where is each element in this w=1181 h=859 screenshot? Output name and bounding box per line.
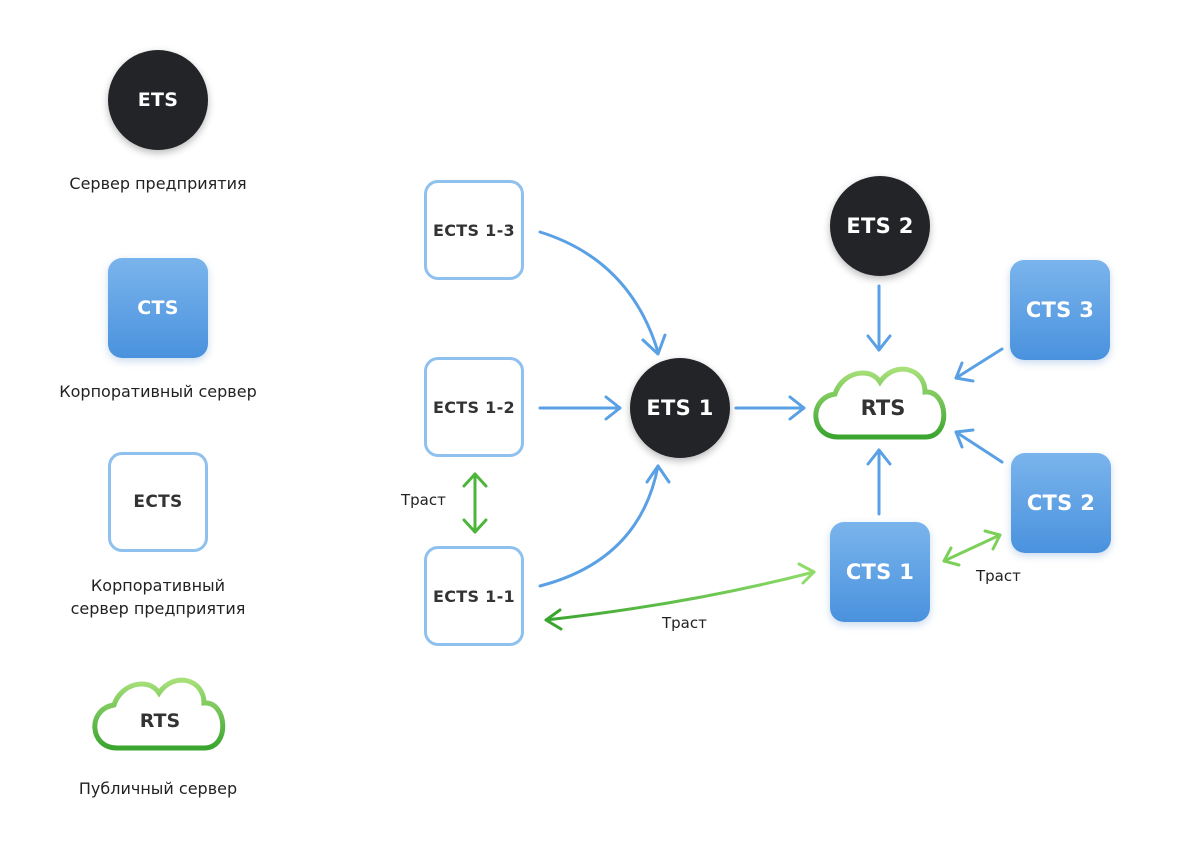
legend-ects-label: ECTS [133, 492, 183, 512]
legend-ects-node: ECTS [108, 452, 208, 552]
arrow-ets1-to-rts-head [788, 395, 806, 421]
legend-ets-caption: Сервер предприятия [69, 174, 247, 193]
legend-ets-node: ETS [108, 50, 208, 150]
ets-1-label: ETS 1 [646, 396, 714, 420]
arrow-ects13-to-ets1 [538, 230, 660, 354]
arrow-cts3-to-rts-head [954, 361, 975, 383]
trust-arrow-ects11-cts1-head-right [797, 562, 816, 585]
cts-3-node: CTS 3 [1010, 260, 1110, 360]
trust-arrow-cts1-cts2 [942, 533, 1002, 563]
ects-1-3-node: ECTS 1-3 [424, 180, 524, 280]
arrow-ects11-to-ets1-head [645, 464, 671, 484]
rts-node: RTS [808, 364, 958, 442]
rts-cloud-shape [813, 366, 947, 440]
arrow-cts1-to-rts-head [866, 448, 892, 466]
legend-rts-node: RTS [90, 680, 230, 750]
legend-rts-label: RTS [139, 710, 181, 732]
trust-label-cts1-cts2: Траст [976, 567, 1021, 585]
cts-1-node: CTS 1 [830, 522, 930, 622]
cts-1-label: CTS 1 [845, 560, 915, 584]
trust-arrow-cts1-cts2-head-left [942, 546, 961, 567]
ets-2-node: ETS 2 [830, 176, 930, 276]
ects-1-2-label: ECTS 1-2 [433, 397, 515, 417]
trust-arrow-ects11-cts1-head-left [544, 608, 563, 631]
trust-arrow-ects12-ects11-head-top [462, 472, 488, 488]
ects-1-3-label: ECTS 1-3 [433, 220, 515, 240]
rts-label: RTS [860, 396, 906, 420]
cts-2-label: CTS 2 [1026, 491, 1096, 515]
ects-1-1-label: ECTS 1-1 [433, 586, 515, 606]
trust-arrow-ects12-ects11-head-bottom [462, 518, 488, 534]
arrow-ets2-to-rts-head [866, 334, 892, 352]
arrow-cts2-to-rts [954, 430, 1004, 464]
trust-label-ects11-cts1: Траст [662, 614, 707, 632]
legend-rts-caption: Публичный сервер [78, 779, 238, 798]
legend-ects-caption: Корпоративный сервер предприятия [70, 576, 246, 618]
cts-2-node: CTS 2 [1011, 453, 1111, 553]
ects-1-1-node: ECTS 1-1 [424, 546, 524, 646]
ets-2-label: ETS 2 [846, 214, 914, 238]
ects-1-2-node: ECTS 1-2 [424, 357, 524, 457]
arrow-ects12-to-ets1-head [604, 395, 622, 421]
ets-1-node: ETS 1 [630, 358, 730, 458]
legend-ets-label: ETS [137, 89, 179, 111]
arrow-ects11-to-ets1 [538, 464, 660, 588]
arrow-ects13-to-ets1-head [641, 333, 667, 356]
arrow-cts2-to-rts-head [954, 428, 975, 449]
legend-rts-cloud-shape [92, 677, 226, 751]
arrow-cts3-to-rts [954, 347, 1004, 380]
trust-arrow-cts1-cts2-head-right [983, 529, 1002, 551]
legend-cts-label: CTS [137, 297, 179, 319]
trust-label-ects: Траст [401, 491, 446, 509]
trust-arrow-ects11-cts1 [544, 570, 816, 622]
legend-cts-node: CTS [108, 258, 208, 358]
cts-3-label: CTS 3 [1025, 298, 1095, 322]
legend-cts-caption: Корпоративный сервер [59, 382, 257, 401]
